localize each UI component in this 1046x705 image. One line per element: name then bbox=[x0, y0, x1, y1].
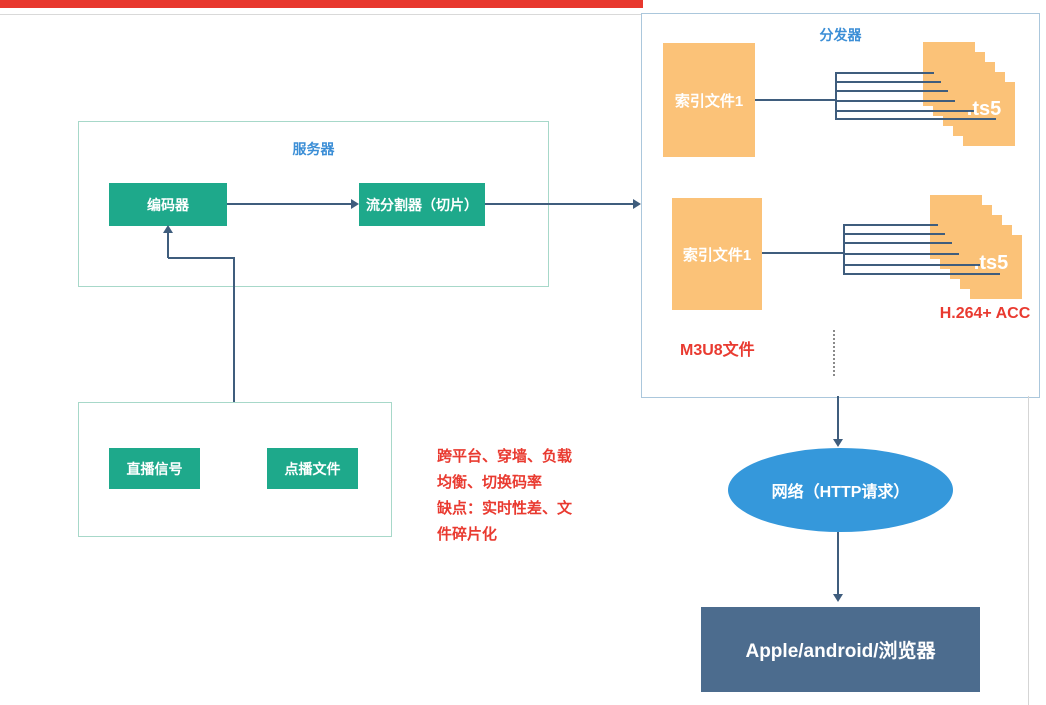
arrowhead-up-icon bbox=[163, 225, 173, 233]
notes-line-1: 跨平台、穿墙、负载 bbox=[437, 448, 573, 465]
arrowhead-down-icon bbox=[833, 439, 843, 447]
encoder-to-splitter-line bbox=[227, 203, 352, 205]
ts-stack-label-1: .ts5 bbox=[966, 98, 1002, 120]
segment-line bbox=[835, 110, 975, 112]
vod-file-label: 点播文件 bbox=[284, 460, 341, 477]
h264-acc-label: H.264+ ACC bbox=[939, 305, 1031, 322]
index-file-node-2: 索引文件1 bbox=[672, 198, 762, 310]
segment-line bbox=[843, 224, 938, 226]
server-group-title: 服务器 bbox=[292, 141, 335, 157]
top-divider-line bbox=[0, 14, 642, 15]
segment-line bbox=[835, 72, 934, 74]
splitter-to-distributor-line bbox=[485, 203, 633, 205]
live-signal-label: 直播信号 bbox=[126, 460, 183, 477]
index-to-segments-line-2 bbox=[762, 252, 843, 254]
segment-line bbox=[835, 100, 955, 102]
segment-bracket-2 bbox=[843, 224, 845, 274]
network-label: 网络（HTTP请求） bbox=[771, 484, 910, 501]
segment-line bbox=[835, 90, 948, 92]
arrowhead-down-icon bbox=[833, 594, 843, 602]
index-file-label-1: 索引文件1 bbox=[674, 92, 744, 110]
index-to-segments-line-1 bbox=[755, 99, 835, 101]
ts-file-card bbox=[963, 82, 1015, 146]
ts-file-card bbox=[970, 235, 1022, 299]
segment-bracket-1 bbox=[835, 72, 837, 120]
segment-line bbox=[835, 81, 941, 83]
ts-stack-label-2: .ts5 bbox=[973, 252, 1009, 274]
vod-file-node: 点播文件 bbox=[267, 448, 358, 489]
notes-line-4: 件碎片化 bbox=[437, 526, 498, 543]
notes-line-3: 缺点：实时性差、文 bbox=[437, 500, 573, 517]
network-to-client-line bbox=[837, 532, 839, 595]
stream-splitter-node: 流分割器（切片） bbox=[359, 183, 485, 226]
sources-group-box bbox=[78, 402, 392, 537]
segment-line bbox=[843, 264, 980, 266]
m3u8-file-label: M3U8文件 bbox=[680, 342, 755, 359]
index-file-label-2: 索引文件1 bbox=[682, 246, 752, 264]
live-signal-node: 直播信号 bbox=[109, 448, 200, 489]
notes-text: 跨平台、穿墙、负载 均衡、切换码率 缺点：实时性差、文 件碎片化 bbox=[437, 444, 572, 548]
top-red-bar bbox=[0, 0, 643, 8]
segment-line bbox=[835, 118, 996, 120]
stream-splitter-label: 流分割器（切片） bbox=[366, 196, 478, 213]
segment-line bbox=[843, 242, 952, 244]
page-edge-line bbox=[1028, 396, 1029, 705]
network-ellipse-node: 网络（HTTP请求） bbox=[728, 448, 953, 532]
sources-to-encoder-line-riser bbox=[167, 232, 169, 258]
ellipsis-dotted-line bbox=[833, 330, 835, 376]
distributor-group-title: 分发器 bbox=[819, 27, 862, 43]
sources-to-encoder-line-horizontal bbox=[168, 257, 235, 259]
distributor-to-network-line bbox=[837, 396, 839, 441]
sources-to-encoder-line-vertical bbox=[233, 257, 235, 403]
arrowhead-right-icon bbox=[351, 199, 359, 209]
client-label: Apple/android/浏览器 bbox=[745, 641, 936, 662]
notes-line-2: 均衡、切换码率 bbox=[437, 474, 543, 491]
arrowhead-right-icon bbox=[633, 199, 641, 209]
segment-line bbox=[843, 233, 945, 235]
distributor-group-box: 分发器 bbox=[641, 13, 1040, 398]
client-node: Apple/android/浏览器 bbox=[701, 607, 980, 692]
encoder-label: 编码器 bbox=[147, 196, 189, 213]
encoder-node: 编码器 bbox=[109, 183, 227, 226]
segment-line bbox=[843, 273, 1000, 275]
index-file-node-1: 索引文件1 bbox=[663, 43, 755, 157]
segment-line bbox=[843, 253, 959, 255]
